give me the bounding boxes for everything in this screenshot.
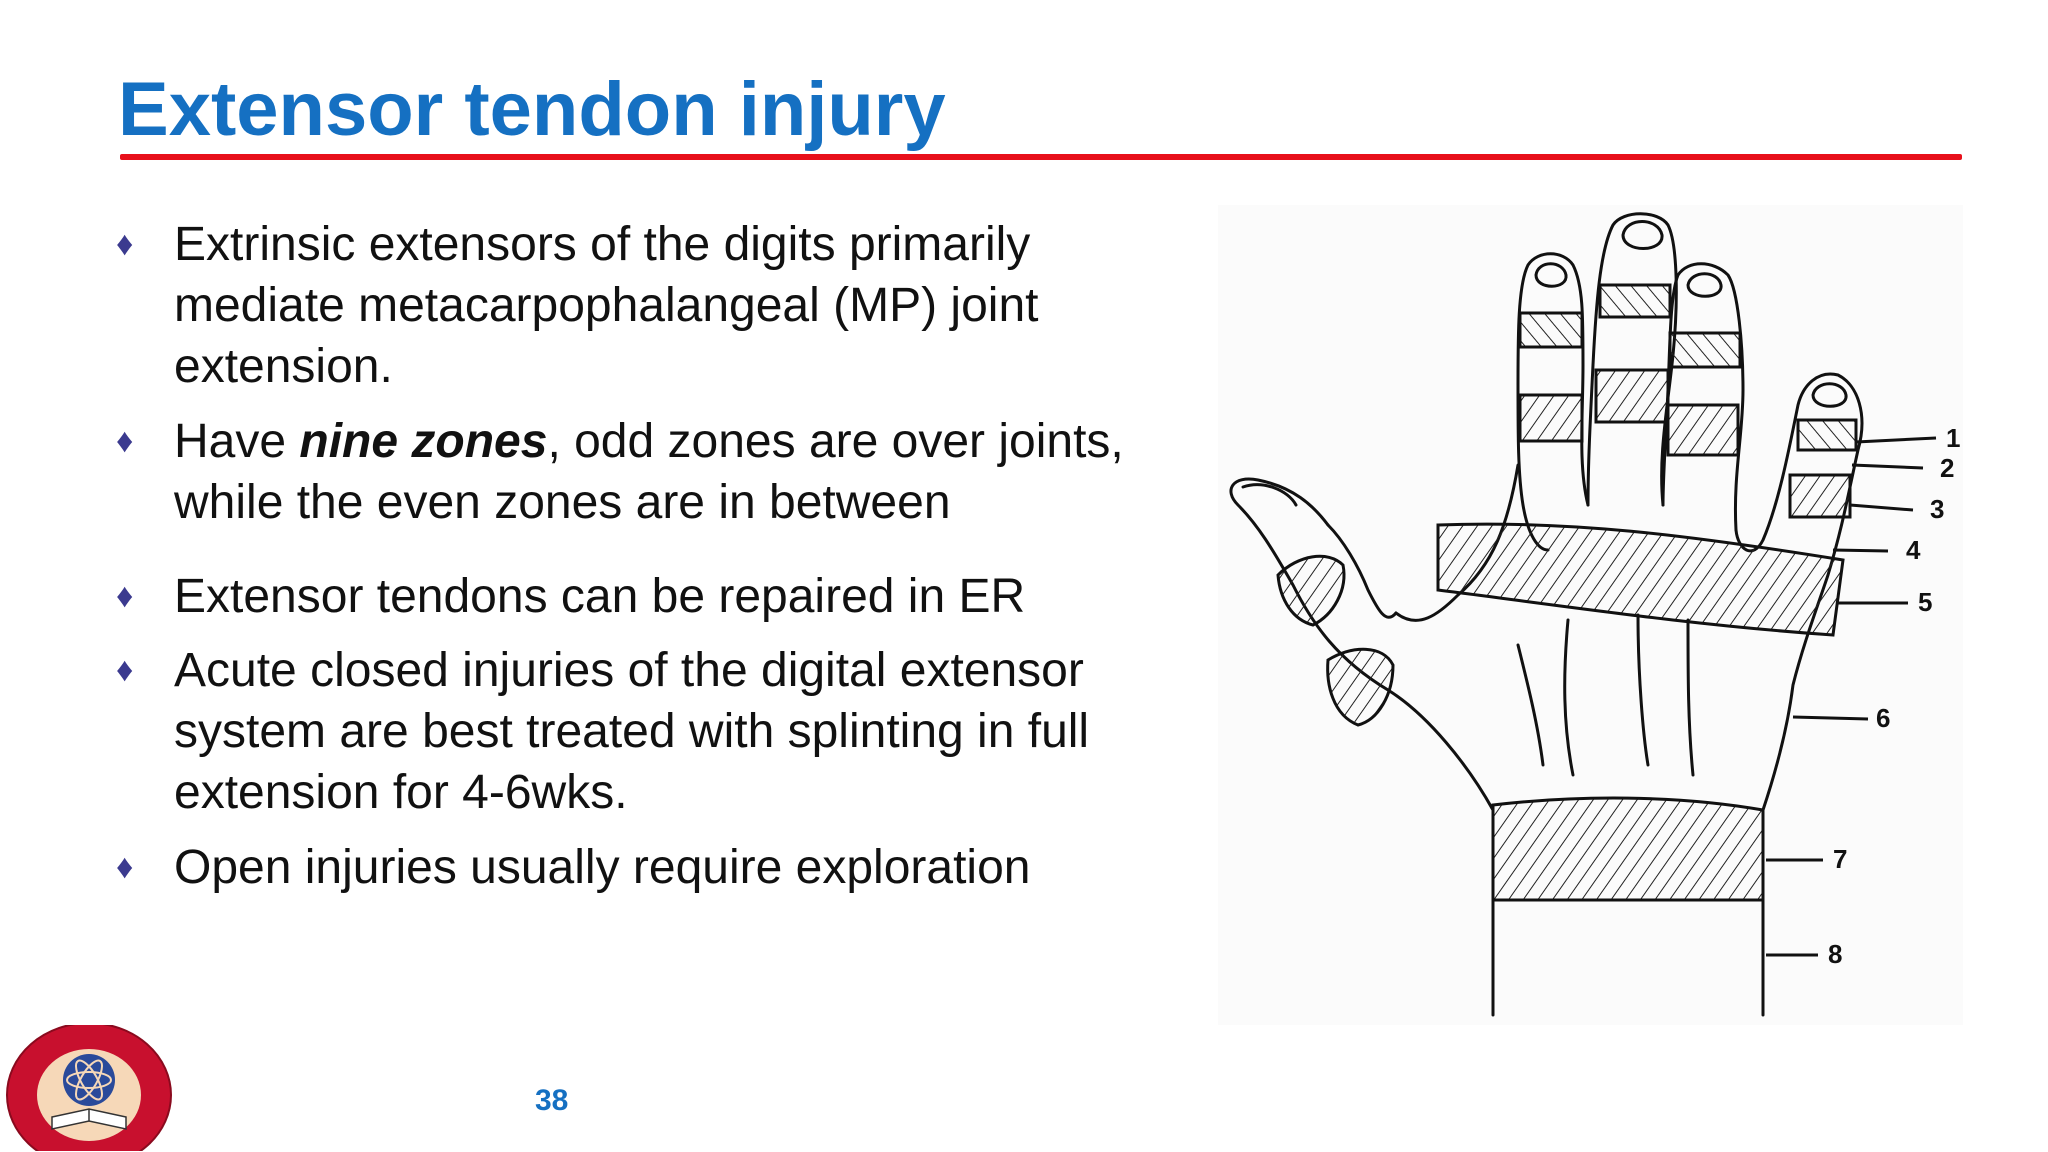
palm-line	[1516, 643, 1545, 767]
zone-label-2: 2	[1940, 453, 1954, 483]
diamond-bullet-icon: ♦	[116, 651, 134, 689]
zone-label-8: 8	[1828, 939, 1842, 969]
zone-label-6: 6	[1876, 703, 1890, 733]
bullet-item: ♦ Acute closed injuries of the digital e…	[112, 640, 1212, 823]
bullet-item: ♦ Have nine zones, odd zones are over jo…	[112, 411, 1212, 533]
bullet-item: ♦ Open injuries usually require explorat…	[112, 837, 1212, 898]
zone-5-band	[1436, 522, 1845, 637]
leader-line	[1849, 503, 1914, 512]
index-nail	[1534, 262, 1568, 288]
finger-zone-band	[1594, 368, 1670, 424]
ring-nail	[1686, 272, 1723, 298]
zone-label-5: 5	[1918, 587, 1932, 617]
diamond-bullet-icon: ♦	[116, 848, 134, 886]
bullet-list: ♦ Extrinsic extensors of the digits prim…	[112, 214, 1212, 898]
little-finger-outline	[1734, 372, 1864, 812]
palm-line	[1686, 618, 1695, 777]
leader-line	[1855, 436, 1937, 444]
bullet-text: Extrinsic extensors of the digits primar…	[174, 218, 1039, 393]
slide-title: Extensor tendon injury	[118, 67, 946, 152]
bullet-text-prefix: Have	[174, 415, 300, 468]
leader-line	[1832, 548, 1889, 553]
diamond-bullet-icon: ♦	[116, 422, 134, 460]
page-number: 38	[535, 1084, 569, 1117]
bullet-text: Open injuries usually require exploratio…	[174, 841, 1031, 894]
middle-finger-outline	[1586, 212, 1678, 507]
diamond-bullet-icon: ♦	[116, 225, 134, 263]
index-finger-outline	[1516, 252, 1590, 552]
zone-label-3: 3	[1930, 494, 1944, 524]
bullet-text: Acute closed injuries of the digital ext…	[174, 644, 1090, 819]
title-underline	[120, 154, 1962, 160]
leader-line	[1851, 463, 1924, 470]
zone-label-4: 4	[1906, 535, 1921, 565]
thumb-web	[1326, 523, 1398, 619]
university-seal-icon	[4, 1022, 174, 1152]
bullet-item: ♦ Extensor tendons can be repaired in ER	[112, 566, 1212, 627]
thumb-zone-band	[1276, 554, 1346, 627]
diamond-bullet-icon: ♦	[116, 577, 134, 615]
middle-nail	[1621, 220, 1664, 250]
bullet-text-suffix: , odd zones are over joints, while the e…	[174, 415, 1124, 529]
finger-zone-band	[1668, 331, 1742, 369]
zone-label-1: 1	[1946, 423, 1960, 453]
thumb-nail	[1241, 483, 1298, 507]
bullet-emphasis: nine zones	[299, 415, 548, 468]
leader-line	[1792, 715, 1869, 721]
palm-line	[1563, 618, 1575, 777]
bullet-item: ♦ Extrinsic extensors of the digits prim…	[112, 214, 1212, 397]
finger-zone-band	[1796, 418, 1858, 452]
hand-zones-figure: 1 2 3 4 5 6 7 8	[1218, 205, 1963, 1025]
thumb-zone-band	[1326, 647, 1395, 727]
finger-zone-band	[1598, 283, 1672, 319]
hand-diagram: 1 2 3 4 5 6 7 8	[1229, 212, 1960, 1017]
finger-zone-band	[1518, 393, 1584, 443]
zone-7-band	[1491, 796, 1765, 902]
little-nail	[1811, 382, 1848, 408]
zone-label-7: 7	[1833, 844, 1847, 874]
finger-zone-band	[1788, 473, 1852, 519]
bullet-text: Extensor tendons can be repaired in ER	[174, 570, 1026, 623]
finger-zone-band	[1666, 403, 1740, 457]
finger-zone-band	[1518, 311, 1584, 349]
palm-line	[1636, 613, 1650, 767]
